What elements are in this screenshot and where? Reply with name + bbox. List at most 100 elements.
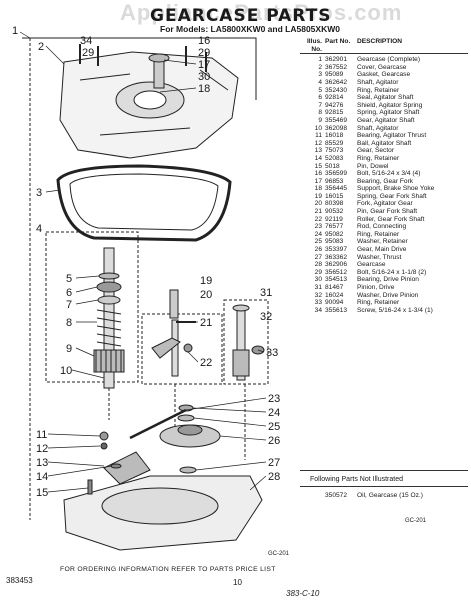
leader [47,433,101,437]
leader [45,45,65,65]
row-description: Ring, Retainer [357,154,400,162]
row-part-no: 362901 [325,56,348,64]
row-part-no: 356445 [325,185,348,193]
shaft-gear-9 [93,349,125,373]
washer-25 [177,414,195,422]
seal-6 [96,281,122,293]
callout-23: 23 [268,393,280,405]
row-part-no: 85529 [325,139,344,147]
row-description: Gearcase (Complete) [357,56,421,64]
row-illus-no: 3 [318,71,322,79]
watermark: AppliancePartsPros.com [120,0,403,25]
row-part-no: 354513 [325,276,348,284]
spring-8 [96,309,122,347]
row-description: Support, Brake Shoe Yoke [357,185,435,193]
row-illus-no: 31 [314,284,322,291]
callout-17: 17 [198,59,210,71]
row-part-no: 367552 [325,63,348,71]
callout-12: 12 [36,443,48,455]
row-illus-no: 25 [314,238,322,246]
roller-22 [183,343,193,353]
doc-number: 383453 [6,576,33,585]
leader [47,445,101,449]
callout-18: 18 [198,83,210,95]
callout-22: 22 [200,357,212,369]
page-number: 10 [233,578,242,587]
exploded-parts-diagram: 1 2 34 29 16 29 17 30 18 3 4 5 6 7 8 9 1… [12,25,280,551]
row-illus-no: 13 [314,147,322,155]
row-illus-no: 6 [318,94,322,102]
row-illus-no: 19 [314,192,322,200]
row-description: Pin, Gear Fork Shaft [357,208,418,216]
row-part-no: 352430 [325,86,348,94]
gearcase-base-inner [101,487,219,525]
row-illus-no: 4 [318,78,322,86]
gasket-inner [69,173,219,231]
row-description: Pinion, Drive [357,284,395,291]
callout-19: 19 [200,275,212,287]
row-illus-no: 20 [314,200,322,208]
sector-gear [103,451,151,485]
callout-15: 15 [36,487,48,499]
row-description: Seal, Agitator Shaft [357,94,414,102]
col-part-no: Part No. [325,38,351,45]
row-illus-no: 8 [318,109,322,117]
row-illus-no: 24 [314,230,322,238]
row-illus-no: 17 [314,177,322,185]
leader [195,461,267,471]
bearing-30 [153,59,165,89]
row-part-no: 52083 [325,154,344,162]
row-illus-no: 16 [314,170,322,178]
row-part-no: 75073 [325,147,344,155]
row-illus-no: 14 [314,154,322,162]
callout-24: 24 [268,407,280,419]
row-part-no: 356512 [325,268,348,276]
thrust-washer-27 [179,466,197,474]
shaft-assembly-frame [45,231,139,383]
gear-teeth-9 [95,350,122,372]
row-illus-no: 21 [314,208,322,216]
row-part-no: 16024 [325,291,344,299]
retainer-ring-5 [98,272,120,280]
callout-29: 29 [82,47,94,59]
row-part-no: 92815 [325,109,344,117]
callout-5: 5 [66,273,72,285]
row-illus-no: 30 [314,276,322,284]
row-part-no: 90532 [325,208,344,216]
row-part-no: 81467 [325,284,344,291]
callout-1: 1 [12,25,18,37]
row-illus-no: 9 [318,116,322,124]
row-description: Ball, Agitator Shaft [357,139,412,147]
callout-30: 30 [198,71,210,83]
row-illus-no: 10 [314,124,322,132]
callout-11: 11 [36,429,47,441]
leader [47,465,113,477]
row-illus-no: 5 [318,86,322,94]
row-description: Shaft, Agitator [357,124,399,132]
row-part-no: 5018 [325,162,340,170]
row-illus-no: 28 [314,261,322,269]
ordering-note: FOR ORDERING INFORMATION REFER TO PARTS … [60,566,276,573]
row-description: Washer, Retainer [357,238,408,246]
row-description: Screw, 5/16-24 x 1-3/4 (1) [357,306,433,314]
not-illustrated-heading: Following Parts Not Illustrated [310,476,403,483]
row-description: Pin, Dowel [357,162,389,170]
callout-14: 14 [36,471,48,483]
leader [71,369,105,379]
row-description: Gasket, Gearcase [357,71,411,79]
gear-fork-frame [141,313,223,385]
page-title: GEARCASE PARTS [150,6,332,26]
